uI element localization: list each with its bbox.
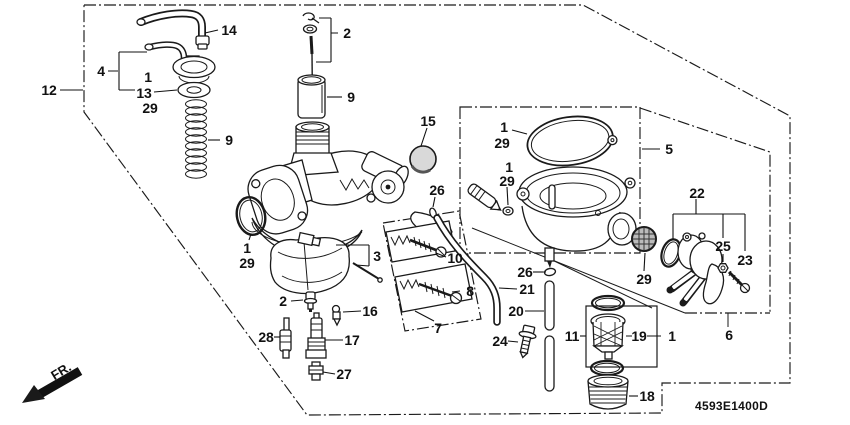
- callout-14-5[interactable]: 14: [221, 22, 237, 38]
- callout-10-24[interactable]: 10: [447, 250, 463, 266]
- diagram-code: 4593E1400D: [695, 399, 769, 413]
- part-top-cap-assembly: [144, 41, 216, 84]
- part-throttle-spring: [185, 99, 207, 179]
- fr-direction-arrow: [22, 367, 83, 403]
- part-oring-top: [590, 294, 626, 312]
- callout-12-0[interactable]: 12: [41, 82, 57, 98]
- part-throttle-stop-screw-set: [394, 263, 473, 313]
- part-needle-valve: [331, 304, 342, 327]
- callout-1-2[interactable]: 1: [144, 69, 152, 85]
- callout-21-27[interactable]: 21: [519, 281, 535, 297]
- callout-23-18[interactable]: 23: [737, 252, 753, 268]
- part-float: [269, 231, 383, 295]
- callout-18-39[interactable]: 18: [639, 388, 655, 404]
- part-clip-lower: [543, 267, 557, 277]
- part-fuel-valve: [660, 232, 725, 307]
- callout-19-37[interactable]: 19: [631, 328, 647, 344]
- part-screw: [727, 270, 751, 294]
- part-nozzle-jet: [467, 183, 502, 211]
- part-float-pin: [352, 262, 380, 280]
- part-main-jet: [308, 361, 324, 381]
- callout-13-3[interactable]: 13: [136, 85, 152, 101]
- valve-group-phantom-line: [639, 107, 771, 313]
- callout-6-20[interactable]: 6: [725, 327, 733, 343]
- leader-lines: [60, 17, 746, 397]
- callout-28-32[interactable]: 28: [258, 329, 274, 345]
- part-strainer: [590, 313, 626, 360]
- part-chamber-gasket: [526, 115, 618, 167]
- callout-29-4[interactable]: 29: [142, 100, 158, 116]
- callout-27-34[interactable]: 27: [336, 366, 352, 382]
- callout-9-7[interactable]: 9: [347, 89, 355, 105]
- callout-29-15[interactable]: 29: [499, 173, 515, 189]
- callout-9-8[interactable]: 9: [225, 132, 233, 148]
- part-main-jet-holder: [305, 312, 327, 359]
- callout-17-33[interactable]: 17: [344, 332, 360, 348]
- part-slow-jet: [279, 317, 292, 359]
- callout-2-6[interactable]: 2: [343, 25, 351, 41]
- callout-7-28[interactable]: 7: [434, 320, 442, 336]
- callout-25-17[interactable]: 25: [715, 238, 731, 254]
- part-filter-screen: [631, 226, 657, 252]
- callout-29-19[interactable]: 29: [636, 271, 652, 287]
- callout-1-21[interactable]: 1: [243, 240, 251, 256]
- part-throttle-slide: [297, 74, 326, 119]
- callout-26-10[interactable]: 26: [429, 182, 445, 198]
- callout-1-14[interactable]: 1: [505, 159, 513, 175]
- callout-1-11[interactable]: 1: [500, 119, 508, 135]
- part-nut: [717, 263, 729, 273]
- part-float-valve: [303, 291, 318, 312]
- callout-5-13[interactable]: 5: [665, 141, 673, 157]
- part-cap: [409, 145, 437, 174]
- callout-2-30[interactable]: 2: [279, 293, 287, 309]
- part-strainer-cup: [587, 374, 629, 410]
- part-strainer-set: [585, 294, 658, 377]
- callout-16-31[interactable]: 16: [362, 303, 378, 319]
- callout-26-26[interactable]: 26: [517, 264, 533, 280]
- part-air-screw-set: [385, 220, 456, 263]
- alignment-lines: [471, 227, 729, 327]
- part-drain-tube: [544, 280, 555, 392]
- part-oring-left: [235, 195, 267, 237]
- callout-4-1[interactable]: 4: [97, 63, 105, 79]
- callout-8-25[interactable]: 8: [466, 283, 474, 299]
- part-washer: [177, 81, 211, 99]
- part-small-washer: [502, 206, 514, 216]
- callout-20-29[interactable]: 20: [508, 303, 524, 319]
- part-drain-screw: [518, 324, 537, 359]
- callout-3-23[interactable]: 3: [373, 248, 381, 264]
- callout-1-38[interactable]: 1: [668, 328, 676, 344]
- callout-29-12[interactable]: 29: [494, 135, 510, 151]
- callout-24-35[interactable]: 24: [492, 333, 508, 349]
- part-oring-bottom: [589, 359, 625, 377]
- callout-11-36[interactable]: 11: [564, 328, 580, 344]
- callout-22-16[interactable]: 22: [689, 185, 705, 201]
- part-breather-tube: [136, 9, 210, 50]
- part-valve-lever: [702, 263, 725, 305]
- callout-15-9[interactable]: 15: [420, 113, 436, 129]
- part-fuel-tube-curved: [433, 214, 501, 326]
- callout-29-22[interactable]: 29: [239, 255, 255, 271]
